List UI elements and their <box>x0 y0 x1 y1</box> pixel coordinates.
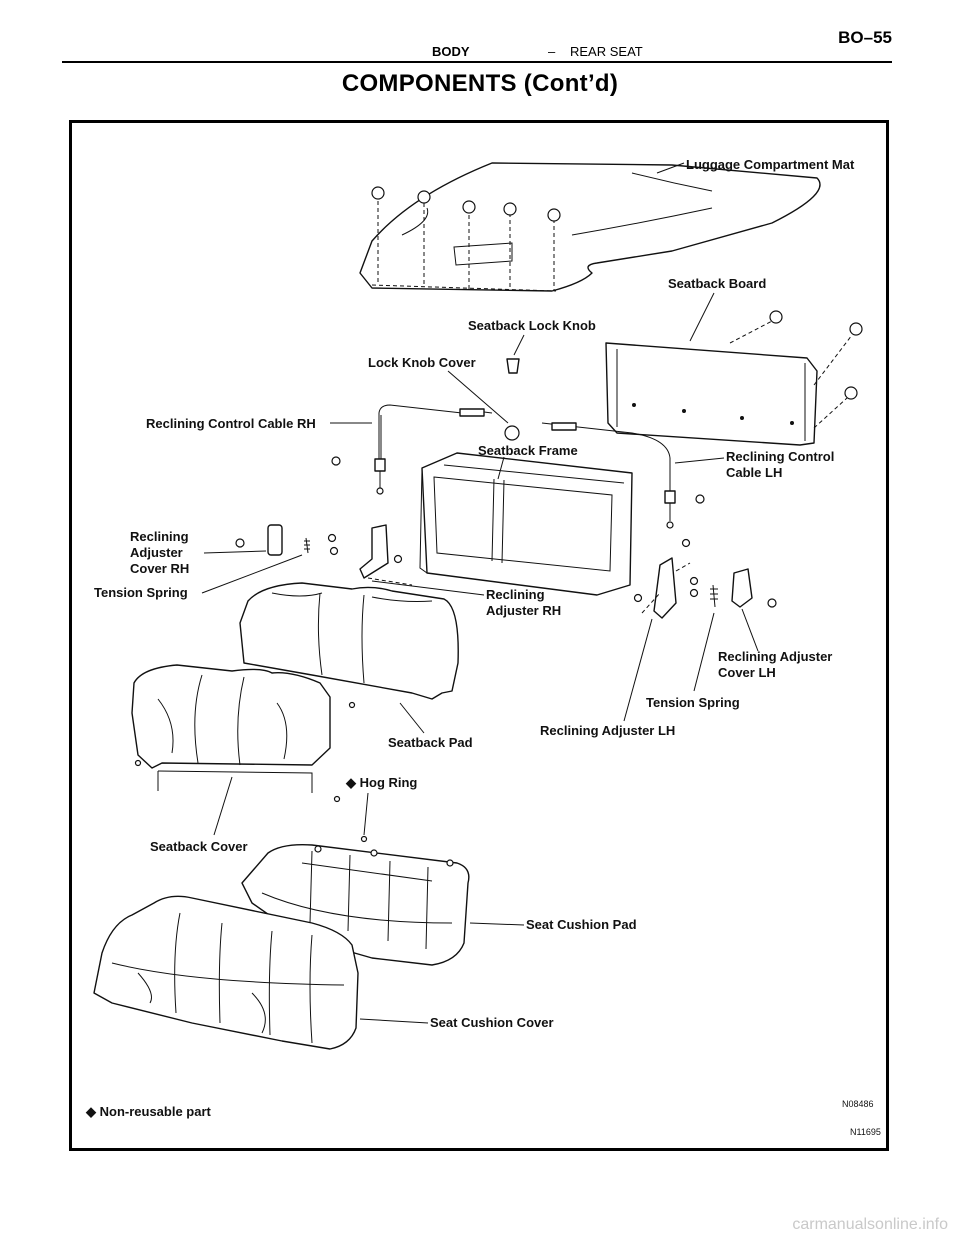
label-luggage-mat: Luggage Compartment Mat <box>686 157 855 172</box>
label-adj-cover-lh-2: Cover LH <box>718 665 776 680</box>
watermark-footer: carmanualsonline.info <box>0 1216 960 1234</box>
diagram-canvas: Luggage Compartment Mat Seatback Board S… <box>85 157 881 1137</box>
seatback-cover-drawing <box>131 664 356 836</box>
label-seatback-lock-knob: Seatback Lock Knob <box>468 318 596 333</box>
adjuster-lh-drawing <box>623 538 777 722</box>
legend-non-reusable: ◆ Non-reusable part <box>85 1104 212 1119</box>
label-adjuster-rh-2: Adjuster RH <box>486 603 561 618</box>
label-cable-lh-1: Reclining Control <box>726 449 834 464</box>
figure-code-1: N08486 <box>842 1099 874 1109</box>
label-seatback-cover: Seatback Cover <box>150 839 248 854</box>
label-seat-cushion-cover: Seat Cushion Cover <box>430 1015 554 1030</box>
header-rule <box>62 61 892 63</box>
label-adjuster-rh-1: Reclining <box>486 587 545 602</box>
hog-ring-part <box>360 835 368 843</box>
label-cable-rh: Reclining Control Cable RH <box>146 416 316 431</box>
label-tension-spring-lh: Tension Spring <box>646 695 740 710</box>
label-tension-spring-rh: Tension Spring <box>94 585 188 600</box>
seat-cushion-cover-drawing <box>93 895 429 1050</box>
label-lock-knob-cover: Lock Knob Cover <box>368 355 476 370</box>
label-adjuster-lh: Reclining Adjuster LH <box>540 723 675 738</box>
label-seatback-pad: Seatback Pad <box>388 735 473 750</box>
label-adj-cover-rh-1: Reclining <box>130 529 189 544</box>
lock-knob-drawing <box>447 334 525 441</box>
header-subsection: REAR SEAT <box>570 44 643 59</box>
seatback-frame-drawing <box>419 452 633 596</box>
label-adj-cover-lh-1: Reclining Adjuster <box>718 649 832 664</box>
label-cable-lh-2: Cable LH <box>726 465 782 480</box>
label-adj-cover-rh-2: Adjuster <box>130 545 183 560</box>
label-adj-cover-rh-3: Cover RH <box>130 561 189 576</box>
components-diagram: Luggage Compartment Mat Seatback Board S… <box>69 120 889 1151</box>
label-seatback-frame: Seatback Frame <box>478 443 578 458</box>
header-separator: – <box>548 44 556 59</box>
page-title: COMPONENTS (Cont’d) <box>341 70 619 97</box>
seatback-board-drawing <box>605 292 863 446</box>
page-number: BO–55 <box>838 28 892 47</box>
label-hog-ring: ◆ Hog Ring <box>345 775 417 790</box>
label-seat-cushion-pad: Seat Cushion Pad <box>526 917 637 932</box>
page-header: BODY – REAR SEAT BO–55 <box>62 24 892 63</box>
figure-code-2: N11695 <box>850 1127 881 1137</box>
luggage-mat-drawing <box>359 162 821 292</box>
control-cables-drawing <box>330 404 725 529</box>
label-seatback-board: Seatback Board <box>668 276 766 291</box>
hog-ring-leader <box>363 792 369 836</box>
watermark-text: carmanualsonline.info <box>792 1216 948 1233</box>
header-section: BODY <box>432 44 470 59</box>
adjuster-rh-drawing <box>201 524 485 596</box>
seatback-pad-drawing <box>239 582 459 734</box>
